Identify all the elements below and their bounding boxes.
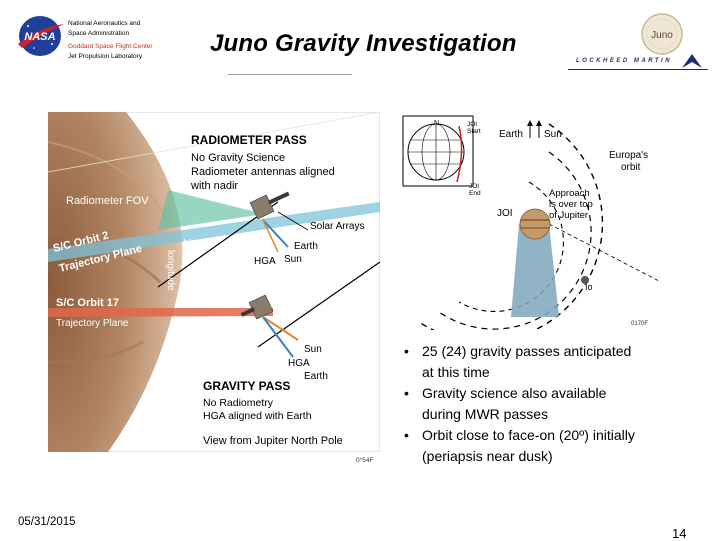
header-org-block: NASA National Aeronautics and Space Admi… [10, 8, 210, 72]
hga-label-lower: HGA [288, 358, 310, 369]
europa-orbit-label-1: Europa's [609, 150, 648, 161]
org-line-3: Goddard Space Flight Center [68, 42, 153, 52]
juno-logo-text: Juno [651, 30, 673, 41]
orbit17-band [48, 308, 273, 317]
lockheed-logo-text: LOCKHEED MARTIN [576, 58, 672, 64]
sun-label-upper: Sun [284, 254, 302, 265]
lockheed-rule [568, 69, 708, 70]
page-number: 14 [672, 526, 686, 541]
hga-label-upper: HGA [254, 256, 276, 267]
bullet-item: • Orbit close to face-on (20º) initially… [404, 425, 704, 467]
footer-date: 05/31/2015 [18, 516, 76, 528]
bullet-line: during MWR passes [422, 406, 548, 422]
radiometer-gravity-figure: RADIOMETER PASS No Gravity Science Radio… [48, 112, 380, 452]
radiometer-line-3: with nadir [190, 180, 238, 192]
bullet-mark: • [404, 383, 416, 425]
bullet-item: • 25 (24) gravity passes anticipated at … [404, 341, 704, 383]
juno-approach-figure: N JOI Start JOI End Earth Sun Europa's o… [399, 112, 661, 330]
inset-n-label: N [434, 120, 439, 127]
nasa-meatball-icon: NASA [16, 14, 66, 58]
bullet-line: Gravity science also available [422, 385, 606, 401]
title-divider [228, 74, 352, 75]
radiometer-fov-label: Radiometer FOV [66, 195, 149, 207]
radiometer-title: RADIOMETER PASS [191, 133, 307, 147]
gravity-line-2: HGA aligned with Earth [203, 410, 312, 422]
orbit17-label-2: Trajectory Plane [56, 318, 129, 329]
europa-orbit-label-2: orbit [621, 162, 641, 173]
bullet-item: • Gravity science also available during … [404, 383, 704, 425]
bullet-text: 25 (24) gravity passes anticipated at th… [422, 341, 631, 383]
approach-label-1: Approach [549, 188, 590, 199]
sun-label: Sun [544, 129, 562, 140]
page-title: Juno Gravity Investigation [210, 30, 517, 58]
jupiter-icon [520, 209, 550, 239]
joi-label: JOI [497, 208, 513, 219]
inset-globe: N [403, 116, 473, 186]
longitude-label: longitude [165, 250, 176, 291]
juno-seal-icon: Juno [640, 12, 684, 56]
solar-arrays-label: Solar Arrays [310, 221, 364, 232]
sun-label-lower: Sun [304, 344, 322, 355]
bullet-line: 25 (24) gravity passes anticipated [422, 343, 631, 359]
bullet-list: • 25 (24) gravity passes anticipated at … [404, 341, 704, 467]
bullet-text: Orbit close to face-on (20º) initially (… [422, 425, 635, 467]
earth-label-lower: Earth [304, 371, 328, 382]
bullet-text: Gravity science also available during MW… [422, 383, 606, 425]
joi-end-label-2: End [469, 190, 481, 197]
gravity-line-1: No Radiometry [203, 397, 274, 409]
view-caption: View from Jupiter North Pole [203, 435, 343, 447]
approach-label-3: of Jupiter [549, 210, 588, 221]
bullet-mark: • [404, 341, 416, 383]
bullet-line: at this time [422, 364, 490, 380]
bullet-line: Orbit close to face-on (20º) initially [422, 427, 635, 443]
bullet-mark: • [404, 425, 416, 467]
lockheed-star-icon [680, 52, 704, 70]
radiometer-line-1: No Gravity Science [191, 152, 285, 164]
bullet-line: (periapsis near dusk) [422, 448, 553, 464]
approach-label-2: is over top [549, 199, 593, 210]
right-figure-code: 0170F [631, 321, 648, 327]
joi-start-label-1: JOI [467, 121, 477, 128]
nasa-logo-text: NASA [24, 31, 55, 43]
left-figure-code: 0°54F [356, 457, 373, 464]
orbit17-label-1: S/C Orbit 17 [56, 297, 119, 309]
org-line-1: National Aeronautics and [68, 19, 153, 29]
earth-label: Earth [499, 129, 523, 140]
org-lines: National Aeronautics and Space Administr… [68, 19, 153, 61]
longitude-degrees: 12° [181, 238, 193, 255]
org-line-2: Space Administration [68, 29, 153, 39]
joi-start-label-2: Start [467, 128, 481, 135]
org-line-4: Jet Propulsion Laboratory [68, 52, 153, 62]
earth-label-upper: Earth [294, 241, 318, 252]
joi-end-label-1: JOI [469, 183, 479, 190]
gravity-title: GRAVITY PASS [203, 379, 290, 393]
io-label: Io [585, 282, 593, 292]
radiometer-line-2: Radiometer antennas aligned [191, 166, 335, 178]
